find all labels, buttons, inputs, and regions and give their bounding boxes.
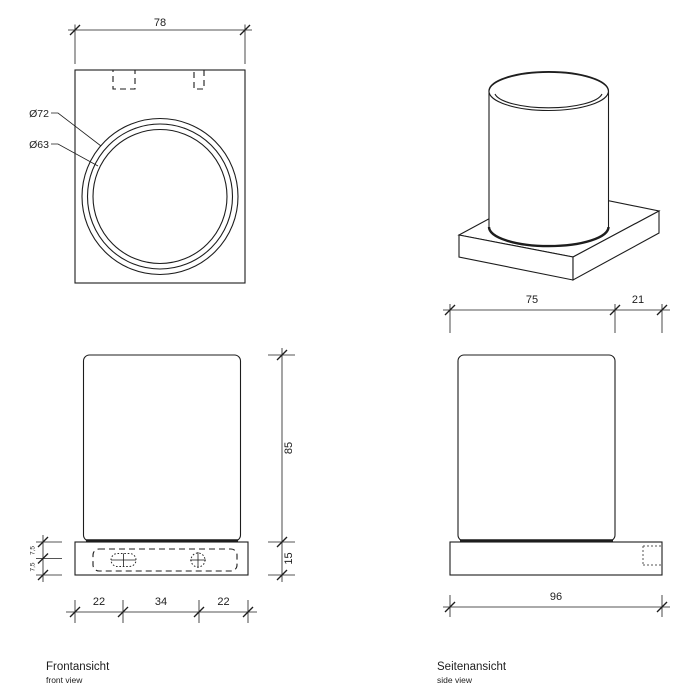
front-view: 22 34 22 85 15 7,5 7,5 [30, 348, 295, 685]
dim-front-bottom: 22 34 22 [66, 596, 257, 623]
dim-tick [276, 536, 288, 548]
front-base-slot-hidden [92, 548, 238, 572]
top-view-hole-hidden [193, 69, 205, 90]
dim-label: 22 [217, 596, 229, 608]
front-fastener-slot [110, 553, 137, 567]
leader-line [51, 143, 99, 167]
side-view-subtitle: side view [437, 675, 473, 685]
side-view-caption: Seitenansicht side view [437, 661, 507, 685]
cylinder-inner-rim-arc [494, 93, 603, 109]
top-view-plate-outline [74, 69, 246, 284]
dim-label-width: 78 [154, 17, 166, 29]
leader-line [51, 112, 102, 147]
dim-tick [37, 553, 49, 564]
dim-label-base-height: 15 [283, 552, 295, 564]
top-view-slot-hidden [112, 69, 136, 90]
perspective-view [457, 70, 661, 281]
dim-tick [656, 304, 668, 316]
dim-label-base-upper: 7,5 [30, 546, 37, 555]
dim-label-base-lower: 7,5 [30, 562, 37, 571]
side-cup-outline [457, 354, 616, 542]
dim-label-depth: 75 [526, 294, 538, 306]
side-base-hidden-detail [642, 545, 661, 566]
dim-tick [69, 606, 81, 618]
dia-label-outer: Ø72 [29, 108, 49, 120]
top-view-cup-inner-circle [92, 128, 228, 265]
side-view-title: Seitenansicht [437, 661, 507, 673]
dim-tick [117, 606, 129, 618]
dim-tick [276, 349, 288, 361]
leader-outer-diameter: Ø72 [29, 108, 102, 147]
front-view-title: Frontansicht [46, 661, 110, 673]
cylinder-top-ellipse [488, 70, 610, 112]
dim-label: 22 [93, 596, 105, 608]
dim-tick [242, 606, 254, 618]
dia-label-inner: Ø63 [29, 139, 49, 151]
dim-tick [609, 304, 621, 316]
side-base-outline [449, 541, 663, 576]
front-base-outline [74, 541, 249, 576]
front-fastener-hole [190, 552, 206, 568]
dim-label-overhang: 21 [632, 294, 644, 306]
front-view-subtitle: front view [46, 675, 83, 685]
dim-front-left: 7,5 7,5 [30, 535, 62, 582]
dim-label-base-depth: 96 [550, 591, 562, 603]
dim-tick [69, 24, 81, 36]
front-view-caption: Frontansicht front view [46, 661, 110, 685]
dim-tick [656, 601, 668, 613]
dim-tick [276, 569, 288, 581]
cylinder-body [488, 71, 610, 247]
plate-front-right-face [572, 210, 660, 281]
top-view-cup-rim-circle [86, 123, 234, 270]
dim-tick [239, 24, 251, 36]
side-view: 75 21 96 Seitenansicht side view [437, 294, 670, 685]
front-cup-outline [82, 354, 242, 542]
dim-tick [444, 601, 456, 613]
leader-inner-diameter: Ø63 [29, 139, 99, 167]
dim-tick [193, 606, 205, 618]
dim-label-cup-height: 85 [283, 442, 295, 454]
top-view: 78 Ø72 Ø63 [29, 17, 252, 284]
dim-top-width: 78 [68, 17, 252, 64]
dim-tick [444, 304, 456, 316]
dim-tick [37, 536, 49, 548]
dim-tick [37, 569, 49, 581]
top-view-cup-outer-circle [81, 117, 239, 276]
dim-side-bottom: 96 [443, 591, 670, 617]
dim-side-top: 75 21 [443, 294, 670, 333]
cylinder-seat-arc [487, 226, 610, 248]
dim-front-right: 85 15 [268, 348, 295, 582]
dim-label: 34 [155, 596, 167, 608]
